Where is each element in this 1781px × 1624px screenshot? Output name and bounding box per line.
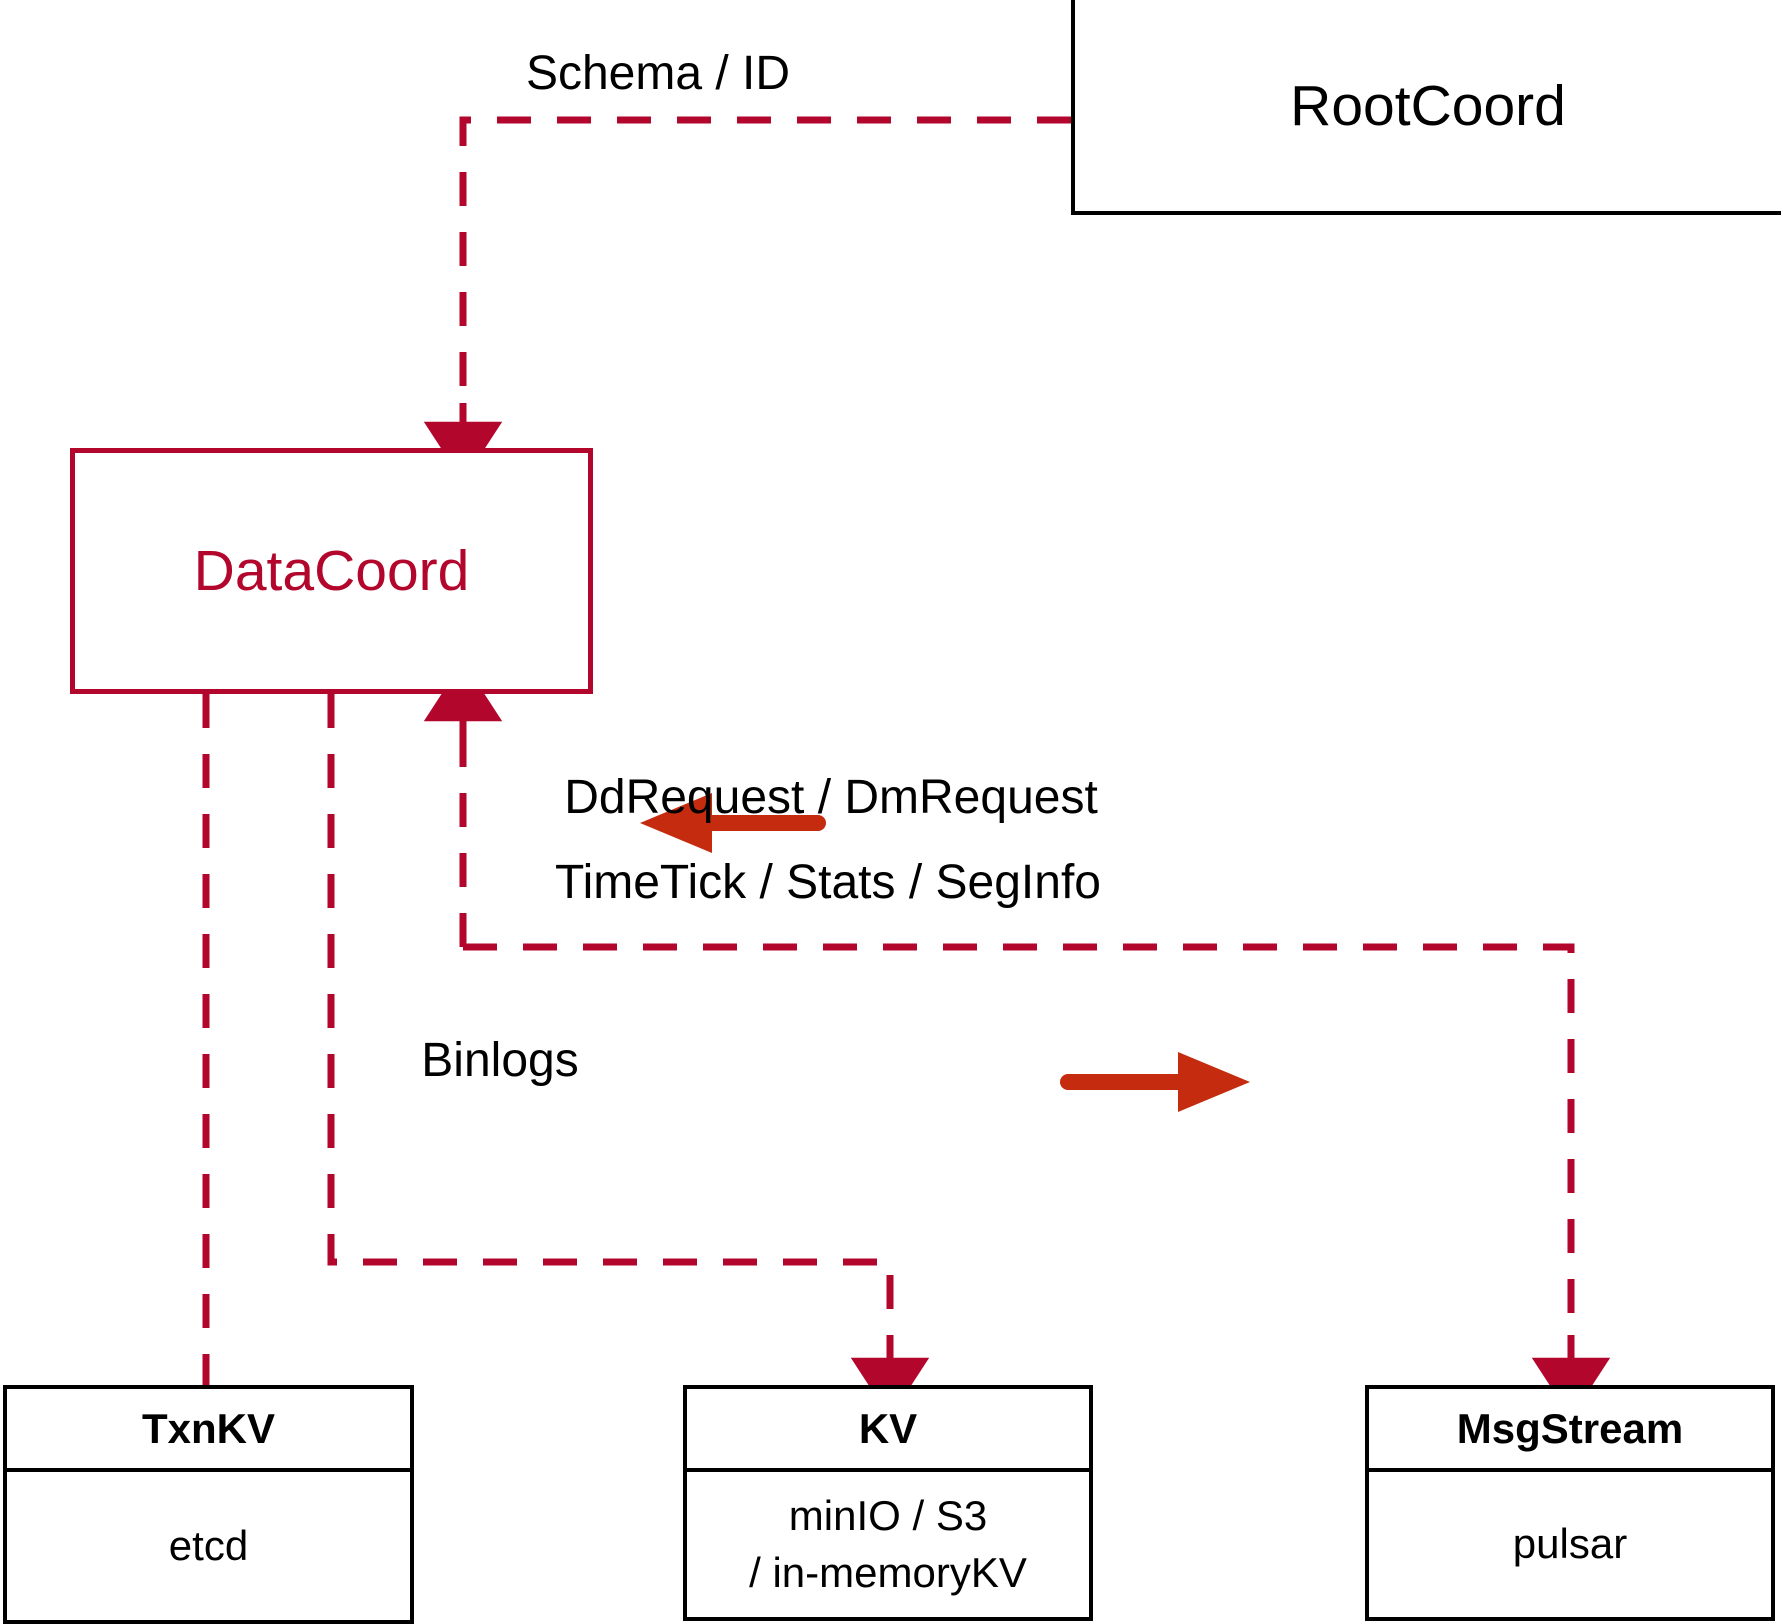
node-txnkv-title: TxnKV xyxy=(7,1389,410,1472)
edge-label-schema-id: Schema / ID xyxy=(525,47,791,100)
edge-ddrequest-timetick xyxy=(423,660,1611,1419)
node-msgstream[interactable]: MsgStream pulsar xyxy=(1365,1385,1775,1621)
node-txnkv-body: etcd xyxy=(7,1472,410,1620)
node-rootcoord-label: RootCoord xyxy=(1290,73,1566,138)
node-datacoord[interactable]: DataCoord xyxy=(70,448,593,694)
node-kv-body: minIO / S3 / in-memoryKV xyxy=(687,1472,1089,1617)
node-msgstream-title: MsgStream xyxy=(1369,1389,1771,1472)
node-txnkv[interactable]: TxnKV etcd xyxy=(3,1385,414,1624)
edge-binlogs xyxy=(327,694,930,1419)
direction-arrow-right-icon xyxy=(1060,1052,1250,1112)
node-kv[interactable]: KV minIO / S3 / in-memoryKV xyxy=(683,1385,1093,1621)
edge-label-timetick-stats-seginfo: TimeTick / Stats / SegInfo xyxy=(555,856,1101,909)
node-txnkv-body-line: etcd xyxy=(168,1521,249,1569)
direction-arrow-left-icon xyxy=(640,793,826,853)
node-kv-body-line-1: minIO / S3 xyxy=(788,1491,988,1539)
node-kv-body-line-2: / in-memoryKV xyxy=(749,1548,1027,1596)
node-msgstream-body: pulsar xyxy=(1369,1472,1771,1617)
node-msgstream-body-line: pulsar xyxy=(1512,1520,1628,1568)
edge-label-binlogs: Binlogs xyxy=(421,1034,579,1087)
node-rootcoord[interactable]: RootCoord xyxy=(1071,0,1781,215)
node-kv-title: KV xyxy=(687,1389,1089,1472)
node-datacoord-label: DataCoord xyxy=(193,539,470,603)
edge-schema-id xyxy=(423,116,1071,483)
edge-label-ddrequest-dmrequest: DdRequest / DmRequest xyxy=(564,771,1098,824)
